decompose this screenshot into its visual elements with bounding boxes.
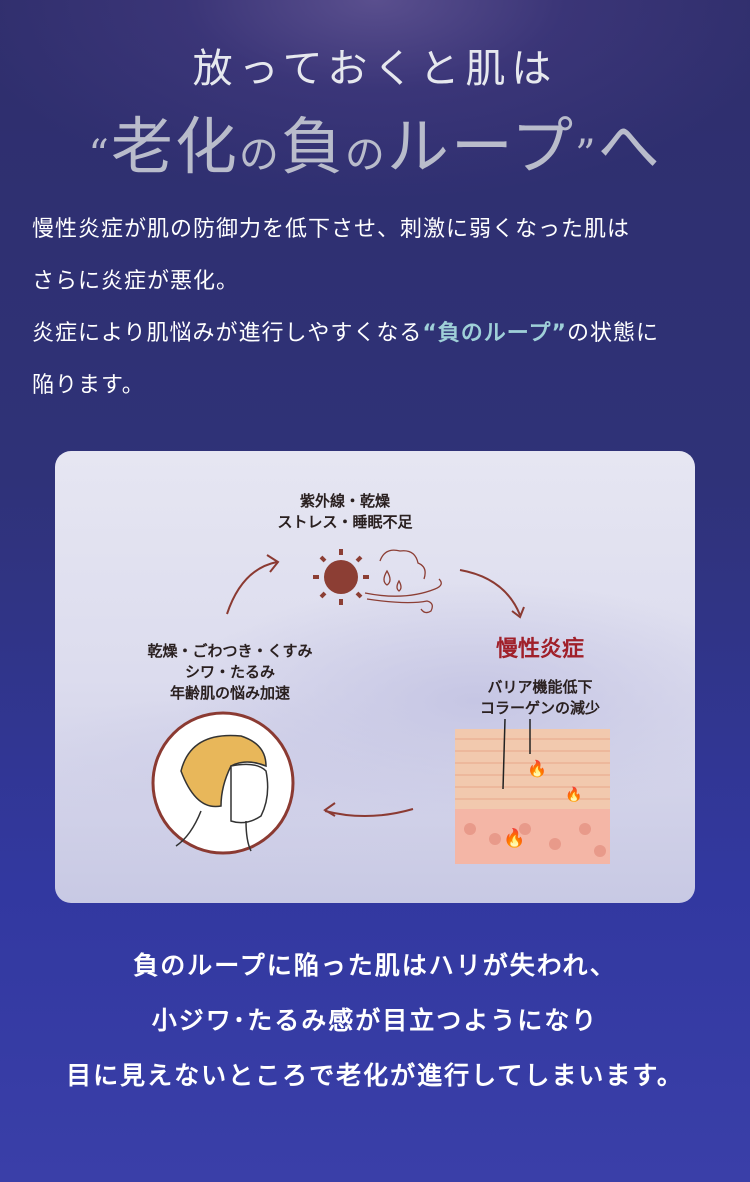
intro-line: 慢性炎症が肌の防御力を低下させ、刺激に弱くなった肌は [32,217,631,242]
heading-word: 老化 [110,110,239,183]
conclusion-line: 目に見えないところで老化が進行してしまいます。 [66,1061,684,1090]
heading-line2: “老化の負のループ”へ [0,96,750,186]
effect-line: バリア機能低下 [487,678,593,696]
woman-face-illustration [151,711,295,855]
inflammation-effects: バリア機能低下 コラーゲンの減少 [450,677,630,719]
skin-issues-label: 乾燥・ごわつき・くすみ シワ・たるみ 年齢肌の悩み加速 [130,641,330,704]
skin-cross-section-illustration: 🔥 🔥 🔥 [455,719,610,864]
intro-line: 陥ります。 [32,373,145,398]
quote-close: ” [575,132,598,178]
intro-text: 慢性炎症が肌の防御力を低下させ、刺激に弱くなった肌は さらに炎症が悪化。 炎症に… [32,204,732,412]
fire-icon: 🔥 [503,827,525,849]
issue-line: 乾燥・ごわつき・くすみ [147,642,313,660]
highlight-negative-loop: “負のループ” [422,321,567,346]
intro-text-part: 炎症により肌悩みが進行しやすくなる [32,321,423,346]
quote-open: “ [88,132,111,178]
effect-line: コラーゲンの減少 [479,699,600,717]
conclusion-text: 負のループに陥った肌はハリが失われ、 小ジワ･たるみ感が目立つようになり 目に見… [0,938,750,1103]
conclusion-line: 小ジワ･たるみ感が目立つようになり [151,1006,599,1035]
fire-icon: 🔥 [527,759,547,778]
intro-line: 炎症により肌悩みが進行しやすくなる“負のループ”の状態に [32,308,732,360]
intro-line: さらに炎症が悪化。 [32,269,240,294]
issue-line: シワ・たるみ [184,663,275,681]
sun-wind-icon [313,549,442,614]
intro-text-part: の状態に [566,321,659,346]
loop-arrows [226,554,525,817]
heading-word: 負 [280,110,345,183]
cause-line: ストレス・睡眠不足 [277,513,413,531]
heading-word: へ [597,110,662,183]
causes-label: 紫外線・乾燥 ストレス・睡眠不足 [255,491,435,533]
heading-word: ループ [386,110,576,183]
conclusion-line: 負のループに陥った肌はハリが失われ、 [133,951,617,980]
negative-loop-diagram: 紫外線・乾燥 ストレス・睡眠不足 乾燥・ごわつき・くすみ シワ・たるみ 年齢肌の… [55,451,695,903]
inflammation-title: 慢性炎症 [495,637,584,662]
issue-line: 年齢肌の悩み加速 [169,684,290,702]
heading-particle: の [344,132,387,178]
fire-icon: 🔥 [565,786,582,803]
cause-line: 紫外線・乾燥 [299,492,390,510]
heading-line1: 放っておくと肌は [192,46,558,92]
heading-particle: の [238,132,281,178]
